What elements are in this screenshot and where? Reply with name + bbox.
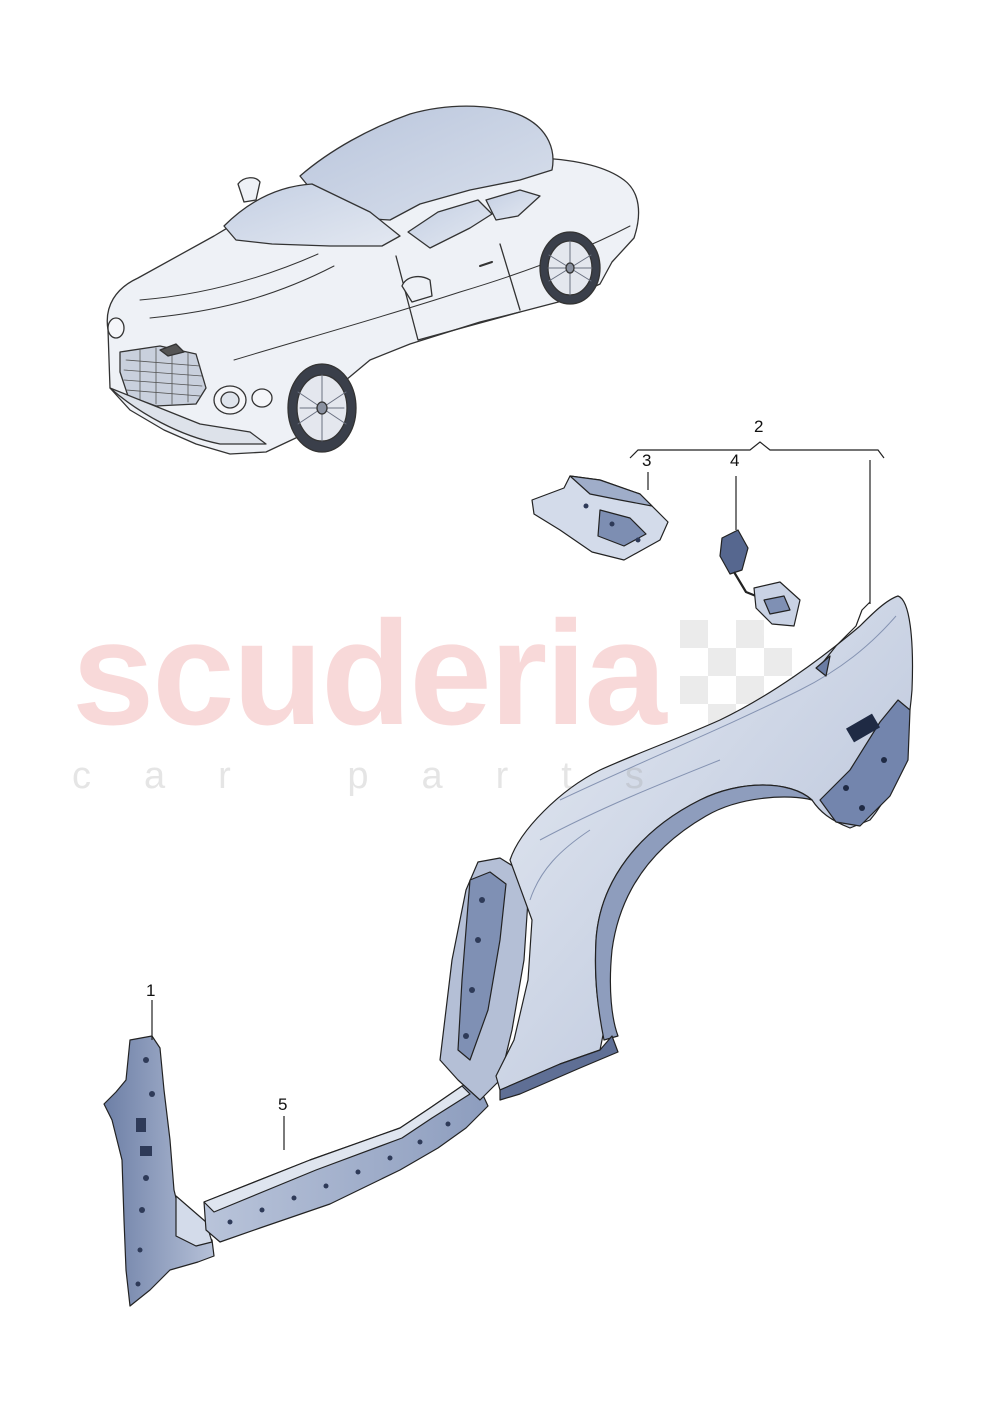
callout-label-5: 5	[278, 1095, 288, 1114]
callout-label-4: 4	[730, 451, 740, 470]
part-sill-panel	[203, 1079, 489, 1243]
callout-label-3: 3	[642, 451, 652, 470]
callout-label-2: 2	[754, 417, 764, 436]
part-rear-fender-assembly	[439, 595, 914, 1101]
part-front-pillar	[103, 1035, 215, 1307]
watermark-tagline: car parts	[72, 755, 697, 797]
callout-label-1: 1	[146, 981, 156, 1000]
car-illustration	[106, 105, 640, 455]
part-bracket-panel	[531, 475, 669, 561]
part-connector-plug	[719, 529, 801, 627]
watermark-brand: scuderia	[72, 591, 667, 756]
callout-leader-lines	[151, 441, 885, 1150]
